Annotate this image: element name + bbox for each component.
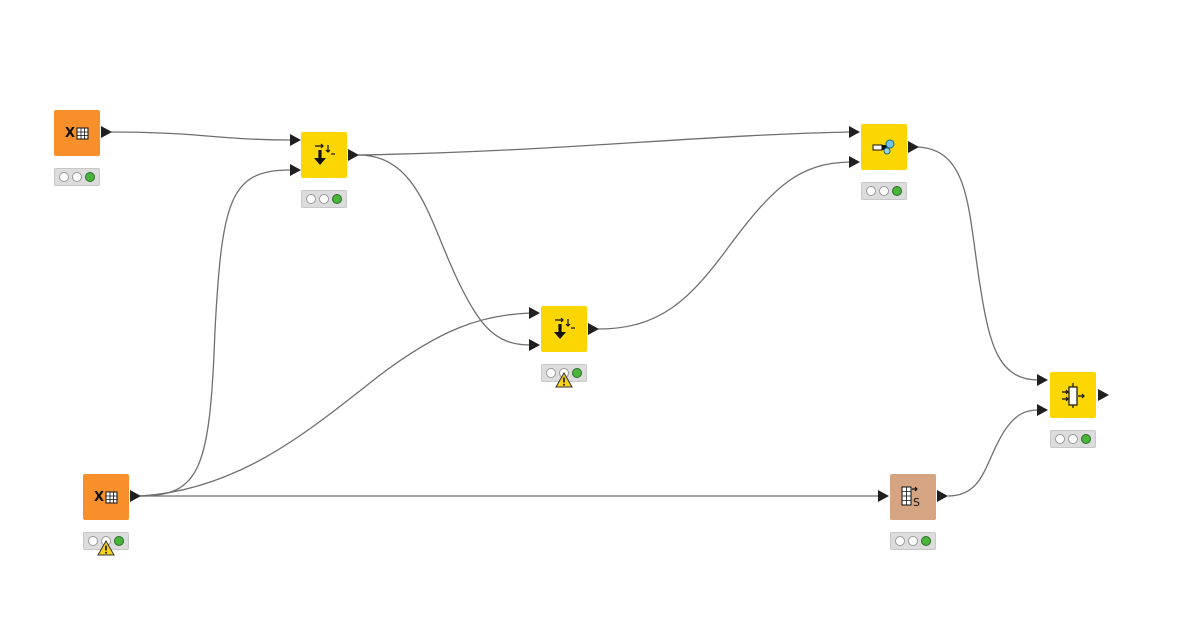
output-port[interactable] bbox=[101, 126, 112, 138]
node-concatenate-1[interactable] bbox=[861, 124, 907, 170]
status-light-idle bbox=[866, 186, 876, 196]
concatenate-icon bbox=[872, 139, 895, 155]
input-port[interactable] bbox=[290, 164, 301, 176]
status-light-executed bbox=[892, 186, 902, 196]
input-port[interactable] bbox=[290, 134, 301, 146]
output-port[interactable] bbox=[588, 323, 599, 335]
node-status-excel-reader-1 bbox=[54, 168, 100, 186]
connection-joiner-1-to-joiner-2[interactable] bbox=[357, 154, 531, 346]
status-light-configured bbox=[319, 194, 329, 204]
output-port[interactable] bbox=[908, 141, 919, 153]
input-port[interactable] bbox=[878, 490, 889, 502]
input-port[interactable] bbox=[1037, 404, 1048, 416]
node-table-transform-1[interactable]: S bbox=[890, 474, 936, 520]
node-column-merger-1[interactable] bbox=[1050, 372, 1096, 418]
status-light-idle bbox=[59, 172, 69, 182]
status-light-idle bbox=[88, 536, 98, 546]
column-merger-icon bbox=[1062, 383, 1085, 408]
input-port[interactable] bbox=[1037, 374, 1048, 386]
node-joiner-1[interactable] bbox=[301, 132, 347, 178]
status-light-idle bbox=[1055, 434, 1065, 444]
status-light-executed bbox=[921, 536, 931, 546]
connection-excel-reader-2-to-joiner-1[interactable] bbox=[139, 169, 291, 497]
node-status-concatenate-1 bbox=[861, 182, 907, 200]
status-light-idle bbox=[895, 536, 905, 546]
status-light-executed bbox=[114, 536, 124, 546]
connection-joiner-2-to-concatenate-1[interactable] bbox=[597, 161, 851, 330]
output-port[interactable] bbox=[348, 149, 359, 161]
connection-excel-reader-1-to-joiner-1[interactable] bbox=[110, 131, 291, 141]
warning-icon[interactable] bbox=[97, 540, 115, 556]
status-light-executed bbox=[1081, 434, 1091, 444]
status-light-executed bbox=[332, 194, 342, 204]
status-light-idle bbox=[306, 194, 316, 204]
connection-table-transform-1-to-column-merger-1[interactable] bbox=[947, 409, 1039, 497]
status-light-configured bbox=[879, 186, 889, 196]
excel-reader-icon: X bbox=[94, 490, 118, 505]
status-light-configured bbox=[908, 536, 918, 546]
excel-reader-icon: X bbox=[65, 126, 89, 141]
joiner-icon bbox=[314, 143, 335, 165]
node-status-table-transform-1 bbox=[890, 532, 936, 550]
input-port[interactable] bbox=[529, 339, 540, 351]
node-excel-reader-1[interactable]: X bbox=[54, 110, 100, 156]
joiner-icon bbox=[554, 317, 575, 339]
status-light-idle bbox=[546, 368, 556, 378]
warning-icon[interactable] bbox=[555, 372, 573, 388]
output-port[interactable] bbox=[937, 490, 948, 502]
status-light-executed bbox=[85, 172, 95, 182]
connection-concatenate-1-to-column-merger-1[interactable] bbox=[917, 146, 1039, 381]
input-port[interactable] bbox=[849, 126, 860, 138]
svg-text:X: X bbox=[94, 490, 104, 505]
node-status-joiner-1 bbox=[301, 190, 347, 208]
input-port[interactable] bbox=[849, 156, 860, 168]
svg-text:S: S bbox=[913, 496, 920, 509]
node-excel-reader-2[interactable]: X bbox=[83, 474, 129, 520]
status-light-configured bbox=[72, 172, 82, 182]
node-joiner-2[interactable] bbox=[541, 306, 587, 352]
connection-joiner-1-to-concatenate-1[interactable] bbox=[357, 131, 851, 156]
output-port[interactable] bbox=[130, 490, 141, 502]
output-port[interactable] bbox=[1098, 389, 1109, 401]
node-status-column-merger-1 bbox=[1050, 430, 1096, 448]
svg-text:X: X bbox=[65, 126, 75, 141]
status-light-executed bbox=[572, 368, 582, 378]
connection-excel-reader-2-to-joiner-2[interactable] bbox=[139, 312, 531, 497]
status-light-configured bbox=[1068, 434, 1078, 444]
input-port[interactable] bbox=[529, 307, 540, 319]
table-transform-icon: S bbox=[901, 486, 920, 509]
